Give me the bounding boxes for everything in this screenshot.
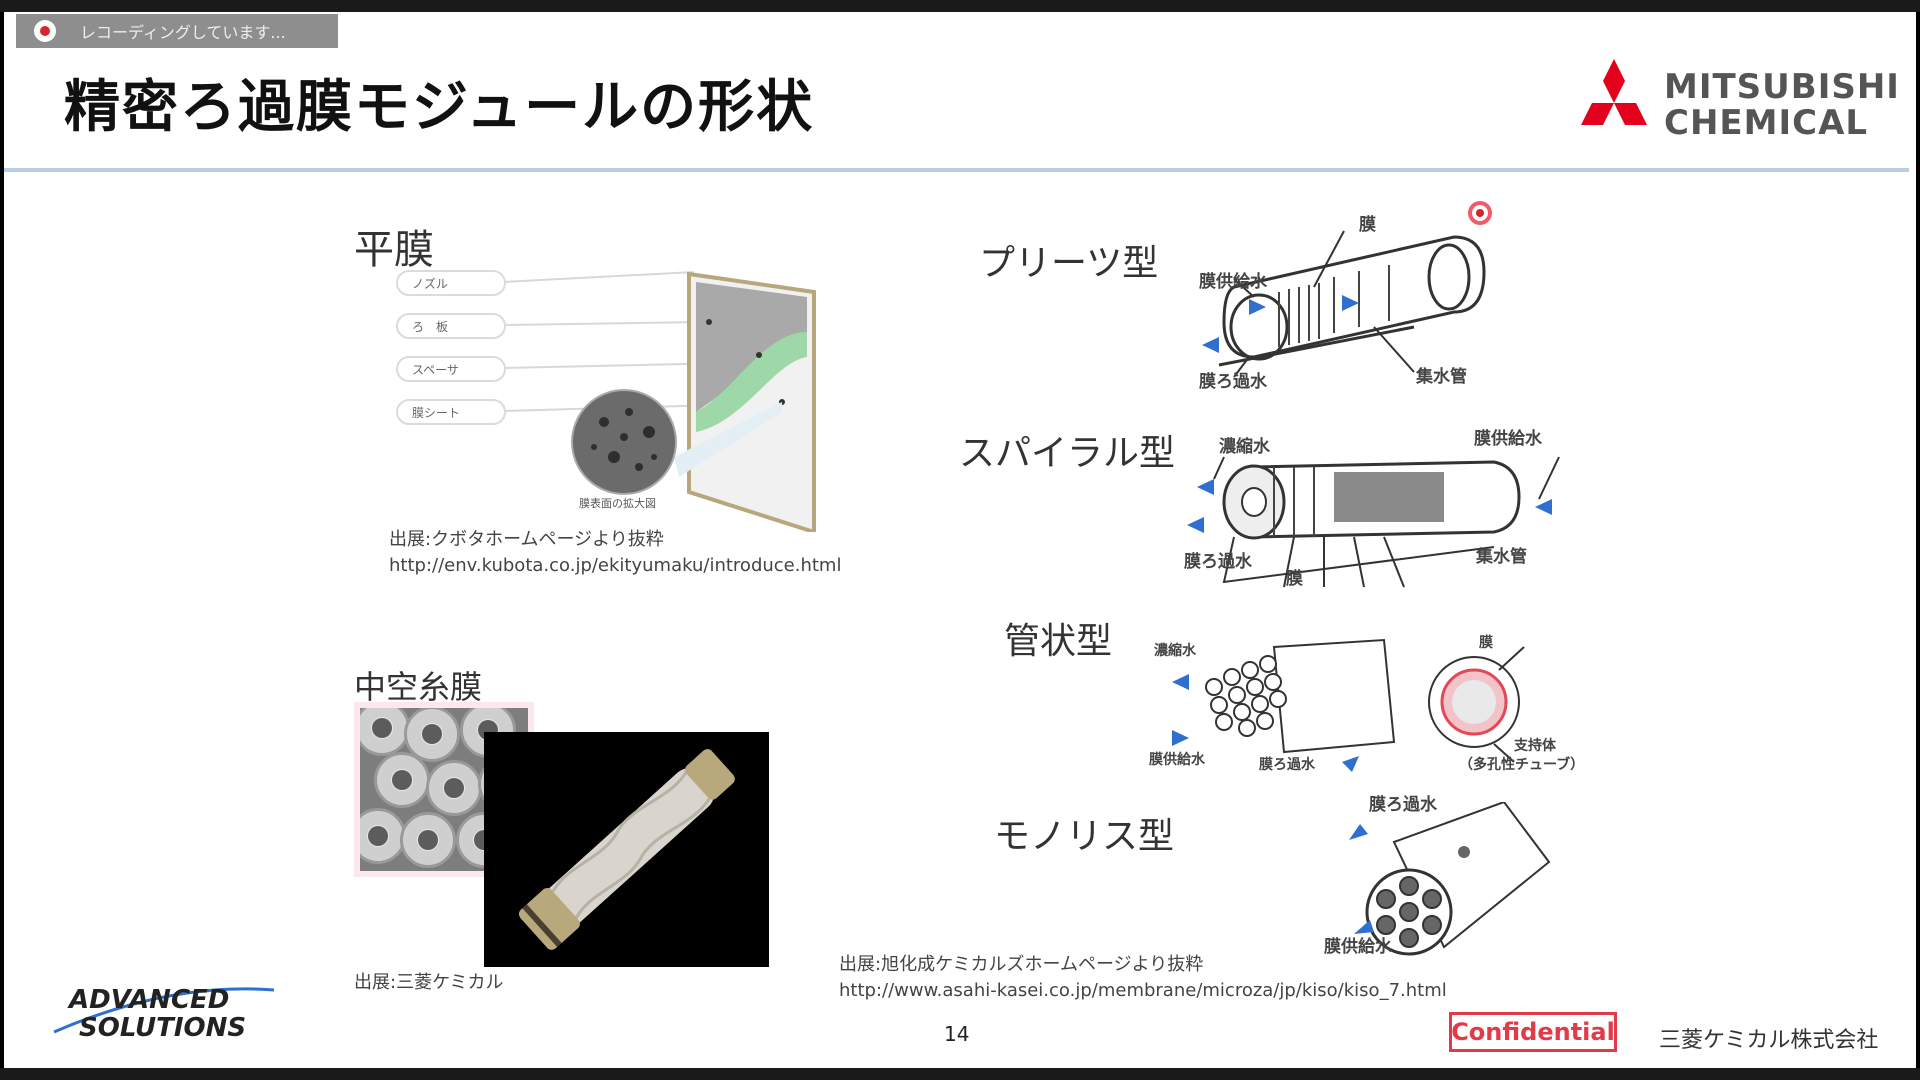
recording-status-text: レコーディングしています... bbox=[80, 23, 286, 42]
monolith-heading: モノリス型 bbox=[994, 816, 1175, 857]
window-frame-bottom bbox=[0, 1068, 1920, 1080]
right-source-line2: http://www.asahi-kasei.co.jp/membrane/mi… bbox=[839, 980, 1447, 1001]
right-source-line1: 出展:旭化成ケミカルズホームページより抜粋 bbox=[839, 954, 1204, 975]
hollow-source: 出展:三菱ケミカル bbox=[354, 972, 504, 993]
pleats-diagram bbox=[1202, 230, 1486, 378]
hollow-fiber-module-image bbox=[484, 732, 769, 967]
spiral-heading: スパイラル型 bbox=[959, 433, 1176, 474]
title-rule bbox=[4, 168, 1909, 172]
confidential-badge: Confidential bbox=[1449, 1012, 1617, 1052]
spiral-membrane-label: 膜 bbox=[1286, 569, 1303, 589]
callout-nozzle: ノズル bbox=[396, 270, 506, 296]
pleats-filtrate-label: 膜ろ過水 bbox=[1199, 372, 1267, 392]
tubular-concentrate-label: 濃縮水 bbox=[1154, 643, 1196, 659]
callout-filter-plate: ろ 板 bbox=[396, 313, 506, 339]
pleats-heading: プリーツ型 bbox=[979, 243, 1159, 284]
record-icon bbox=[34, 20, 56, 42]
tubular-membrane-label: 膜 bbox=[1479, 635, 1493, 651]
monolith-feed-label: 膜供給水 bbox=[1324, 937, 1392, 957]
tubular-support-label: 支持体 bbox=[1514, 738, 1556, 754]
three-diamonds-icon bbox=[1581, 59, 1647, 125]
flat-membrane-heading: 平膜 bbox=[354, 227, 434, 273]
recording-indicator[interactable]: レコーディングしています... bbox=[16, 14, 338, 48]
pleats-membrane-label: 膜 bbox=[1359, 215, 1376, 235]
callout-spacer: スペーサ bbox=[396, 356, 506, 382]
magnified-caption: 膜表面の拡大図 bbox=[579, 497, 656, 510]
hollow-fiber-heading: 中空糸膜 bbox=[354, 668, 483, 706]
slide: レコーディングしています... 精密ろ過膜モジュールの形状 MITSUBISHI… bbox=[4, 12, 1916, 1068]
monolith-filtrate-label: 膜ろ過水 bbox=[1369, 795, 1437, 815]
spiral-feed-label: 膜供給水 bbox=[1474, 429, 1542, 449]
tubular-support-note: （多孔性チューブ） bbox=[1459, 757, 1585, 773]
flat-membrane-diagram bbox=[503, 271, 816, 532]
logo-text-line1: MITSUBISHI bbox=[1664, 67, 1900, 107]
tubular-feed-label: 膜供給水 bbox=[1149, 752, 1205, 768]
spiral-diagram bbox=[1187, 456, 1560, 588]
window-frame-top bbox=[0, 0, 1920, 12]
tubular-diagram bbox=[1172, 638, 1525, 772]
spiral-collector-label: 集水管 bbox=[1476, 547, 1527, 567]
monolith-diagram bbox=[1349, 802, 1551, 956]
adv-logo-line2: SOLUTIONS bbox=[79, 1013, 246, 1043]
adv-logo-line1: ADVANCED bbox=[67, 985, 229, 1015]
logo-text-line2: CHEMICAL bbox=[1664, 103, 1869, 143]
laser-pointer-icon bbox=[1472, 205, 1488, 221]
callout-membrane-sheet: 膜シート bbox=[396, 399, 506, 425]
company-name: 三菱ケミカル株式会社 bbox=[1659, 1028, 1879, 1053]
spiral-filtrate-label: 膜ろ過水 bbox=[1184, 552, 1252, 572]
advanced-solutions-logo: ADVANCED SOLUTIONS bbox=[49, 972, 279, 1052]
tubular-filtrate-label: 膜ろ過水 bbox=[1259, 757, 1315, 773]
tubular-heading: 管状型 bbox=[1004, 621, 1113, 662]
slide-title: 精密ろ過膜モジュールの形状 bbox=[64, 75, 815, 140]
flat-source-line1: 出展:クボタホームページより抜粋 bbox=[389, 529, 664, 550]
spiral-concentrate-label: 濃縮水 bbox=[1219, 437, 1270, 457]
mitsubishi-chemical-logo: MITSUBISHI CHEMICAL bbox=[1569, 57, 1899, 147]
flat-source-line2: http://env.kubota.co.jp/ekityumaku/intro… bbox=[389, 555, 842, 576]
pleats-feed-label: 膜供給水 bbox=[1199, 272, 1267, 292]
pleats-collector-label: 集水管 bbox=[1416, 367, 1467, 387]
page-number: 14 bbox=[944, 1022, 970, 1046]
